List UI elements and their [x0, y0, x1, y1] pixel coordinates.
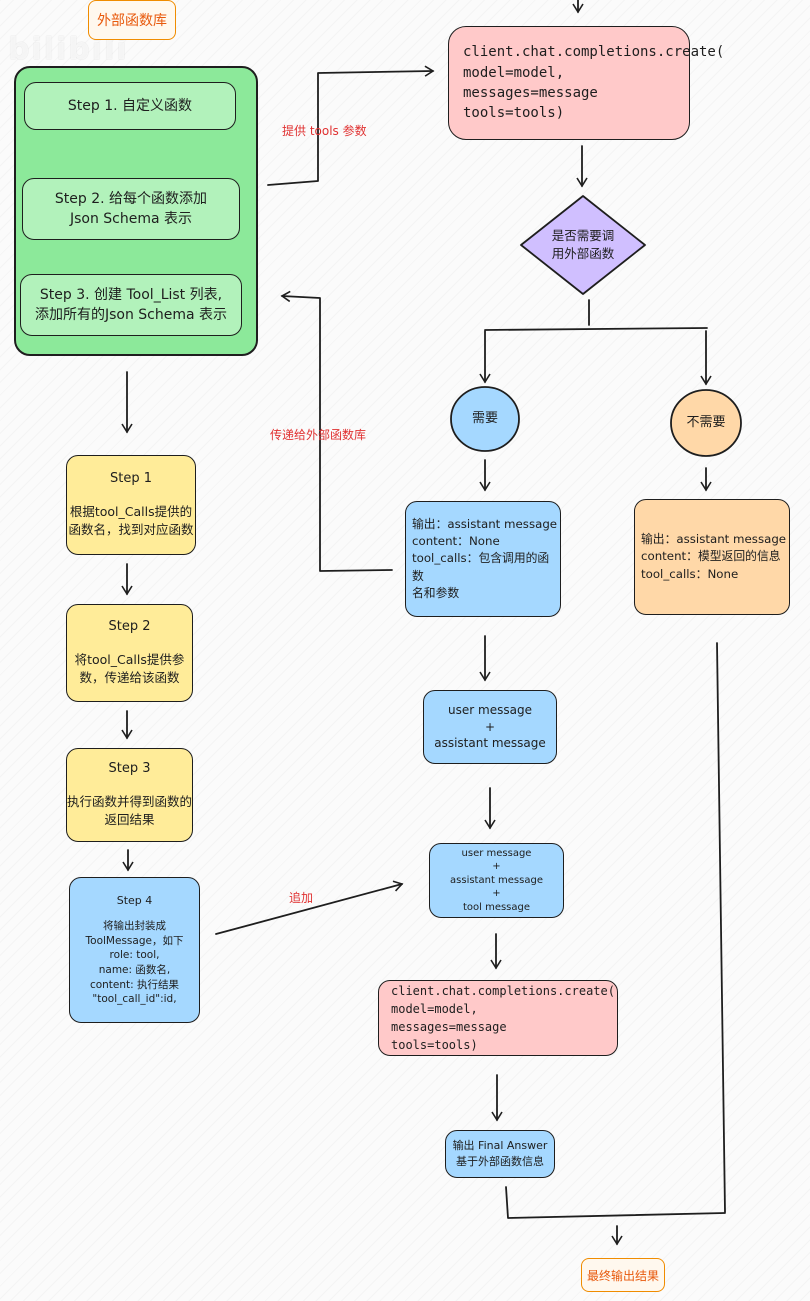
lib-step4-wrap-tool-message: Step 4 将输出封装成 ToolMessage，如下 role: tool,… — [69, 877, 200, 1023]
lib-step1-find-function: Step 1 根据tool_Calls提供的 函数名，找到对应函数 — [66, 455, 196, 555]
lib-step3-body: 执行函数并得到函数的 返回结果 — [67, 793, 193, 828]
lib-step3-title: Step 3 — [108, 760, 151, 776]
user-assistant-message-box: user message + assistant message — [423, 690, 557, 764]
lib-step3-execute: Step 3 执行函数并得到函数的 返回结果 — [66, 748, 193, 842]
lib-step4-body: 将输出封装成 ToolMessage，如下 role: tool, name: … — [85, 919, 184, 1006]
create-call-2: client.chat.completions.create( model=mo… — [378, 980, 618, 1056]
label-append: 追加 — [289, 891, 314, 905]
yes-output-box: 输出：assistant message content：None tool_c… — [405, 501, 561, 617]
decision-diamond — [520, 195, 646, 295]
label-provide-tools: 提供 tools 参数 — [282, 124, 367, 138]
label-pass-to-lib: 传递给外部函数库 — [270, 428, 367, 442]
branch-yes-label: 需要 — [471, 410, 498, 426]
lib-step2-title: Step 2 — [108, 618, 151, 634]
lib-step2-pass-args: Step 2 将tool_Calls提供参 数，传递给该函数 — [66, 604, 193, 702]
create-call-1: client.chat.completions.create( model=mo… — [448, 26, 724, 140]
edge-pass-to-lib — [280, 290, 393, 572]
branch-no-circle — [670, 389, 742, 457]
branch-no-label: 不需要 — [686, 414, 726, 430]
lib-step1-body: 根据tool_Calls提供的 函数名，找到对应函数 — [68, 503, 194, 538]
edge-no-down — [716, 642, 726, 1213]
final-result-tag: 最终输出结果 — [581, 1258, 665, 1292]
branch-yes-circle — [450, 386, 520, 452]
lib-step2-body: 将tool_Calls提供参 数，传递给该函数 — [74, 651, 185, 686]
edge-append — [215, 880, 404, 935]
step3-create-tool-list: Step 3. 创建 Tool_List 列表, 添加所有的Json Schem… — [20, 274, 242, 336]
decision-text: 是否需要调 用外部函数 — [551, 227, 615, 261]
edge-provide-tools — [267, 65, 435, 186]
step2-add-json-schema: Step 2. 给每个函数添加 Json Schema 表示 — [22, 178, 240, 240]
step1-define-function: Step 1. 自定义函数 — [24, 82, 236, 130]
edge-final-merge — [505, 1186, 726, 1219]
user-assistant-tool-message-box: user message + assistant message + tool … — [429, 843, 564, 918]
edge-split-bar — [484, 327, 708, 331]
external-lib-tag: 外部函数库 — [88, 0, 176, 40]
no-output-box: 输出：assistant message content：模型返回的信息 too… — [634, 499, 790, 615]
final-answer-box: 输出 Final Answer 基于外部函数信息 — [445, 1130, 555, 1178]
lib-step1-title: Step 1 — [109, 470, 152, 486]
lib-step4-title: Step 4 — [116, 893, 153, 907]
